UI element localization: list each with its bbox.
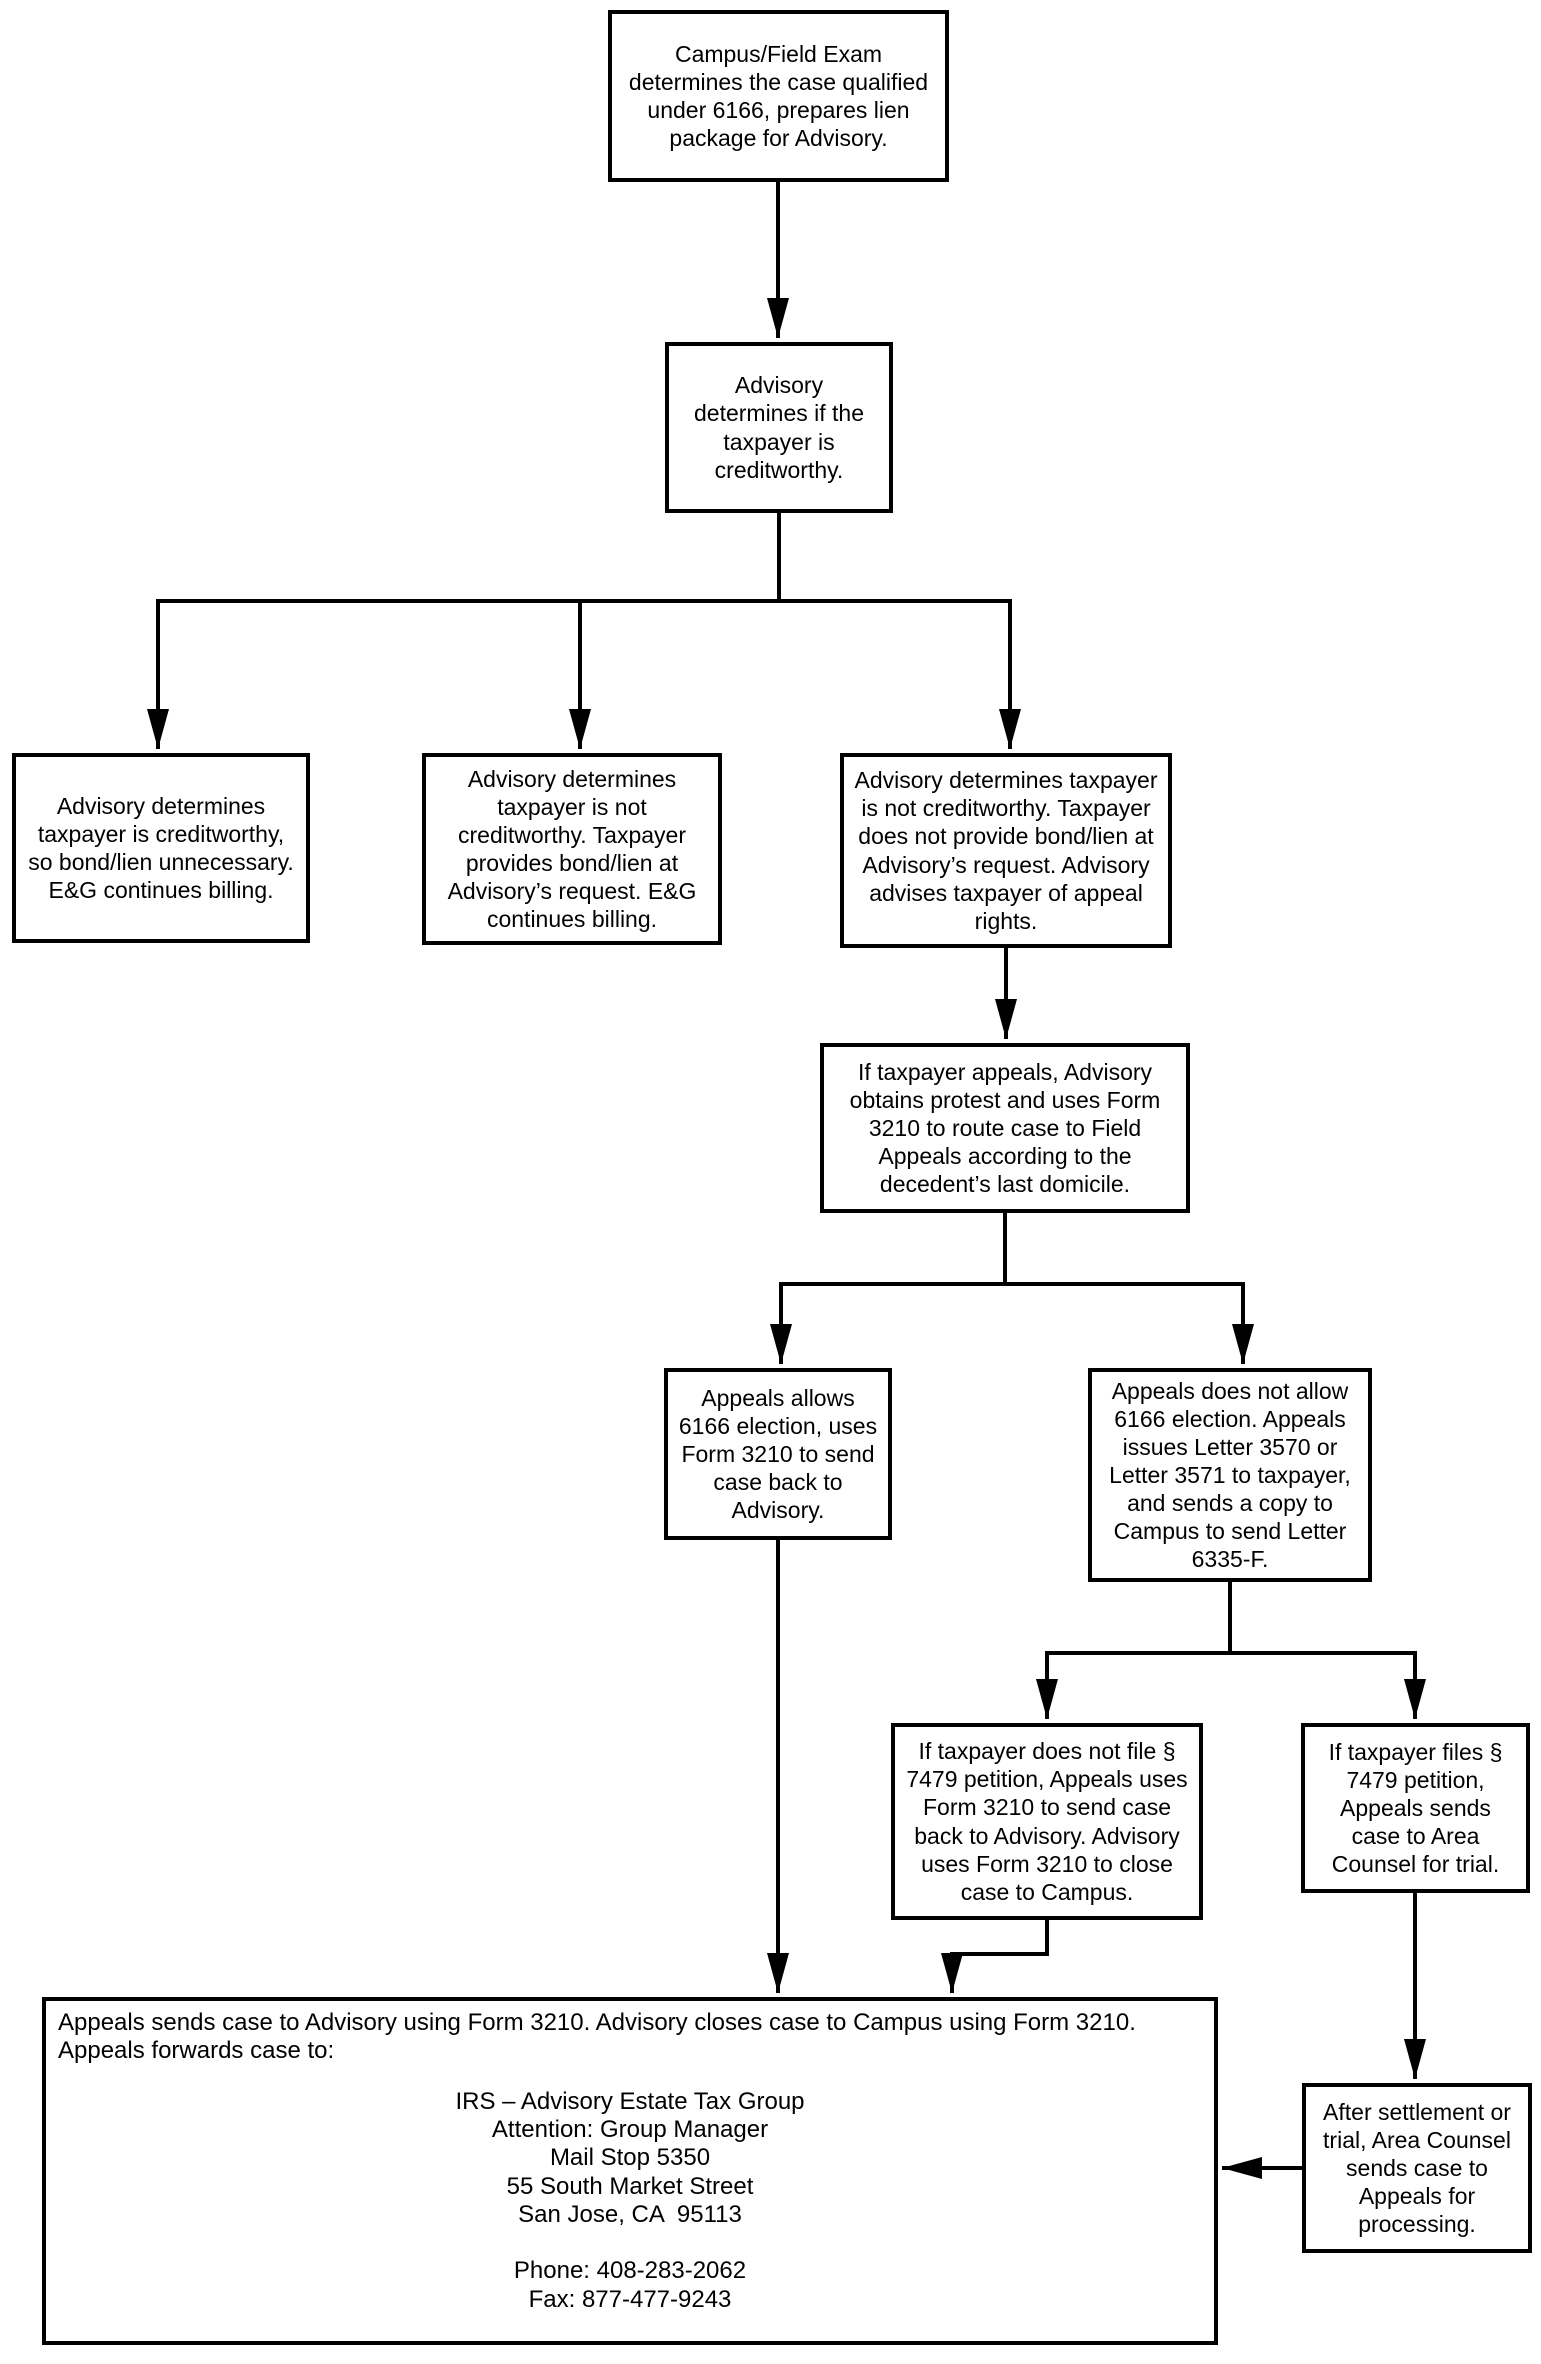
node-campus-field-exam-text: Campus/Field Exam determines the case qu… (628, 40, 929, 152)
node-appeals-disallows-election: Appeals does not allow 6166 election. Ap… (1088, 1368, 1372, 1582)
node-after-settlement: After settlement or trial, Area Counsel … (1302, 2083, 1532, 2253)
node-appeals-disallows-election-text: Appeals does not allow 6166 election. Ap… (1109, 1377, 1351, 1573)
node-not-creditworthy-bond-provided-text: Advisory determines taxpayer is not cred… (447, 765, 697, 933)
node-after-settlement-text: After settlement or trial, Area Counsel … (1323, 2098, 1511, 2238)
address-line: 55 South Market Street (506, 2172, 754, 2200)
closing-contact-block: Phone: 408-283-2062 Fax: 877-477-9243 (58, 2257, 1202, 2314)
node-not-creditworthy-bond-provided: Advisory determines taxpayer is not cred… (422, 753, 722, 945)
node-appeals-allows-election: Appeals allows 6166 election, uses Form … (664, 1368, 892, 1540)
node-advisory-creditworthy-check: Advisory determines if the taxpayer is c… (665, 342, 893, 513)
node-creditworthy-yes: Advisory determines taxpayer is creditwo… (12, 753, 310, 943)
closing-intro-line1: Appeals sends case to Advisory using For… (58, 2009, 1136, 2036)
address-line: Mail Stop 5350 (549, 2144, 711, 2172)
node-not-creditworthy-no-bond-text: Advisory determines taxpayer is not cred… (854, 767, 1158, 934)
closing-intro: Appeals sends case to Advisory using For… (58, 2009, 1202, 2066)
closing-fax: Fax: 877-477-9243 (528, 2285, 732, 2313)
node-campus-field-exam: Campus/Field Exam determines the case qu… (608, 10, 949, 182)
node-taxpayer-appeals: If taxpayer appeals, Advisory obtains pr… (820, 1043, 1190, 1213)
closing-intro-line2: Appeals forwards case to: (58, 2037, 335, 2065)
address-line: San Jose, CA 95113 (518, 2200, 742, 2228)
node-7479-petition-filed-text: If taxpayer files § 7479 petition, Appea… (1328, 1738, 1503, 1878)
node-appeals-allows-election-text: Appeals allows 6166 election, uses Form … (678, 1384, 878, 1524)
closing-phone: Phone: 408-283-2062 (513, 2257, 747, 2285)
closing-address-block: IRS – Advisory Estate Tax Group Attentio… (58, 2088, 1202, 2230)
address-line: Attention: Group Manager (491, 2115, 769, 2143)
node-closing-address: Appeals sends case to Advisory using For… (42, 1997, 1218, 2345)
address-line: IRS – Advisory Estate Tax Group (455, 2087, 805, 2115)
node-advisory-creditworthy-check-text: Advisory determines if the taxpayer is c… (693, 372, 865, 483)
node-7479-petition-filed: If taxpayer files § 7479 petition, Appea… (1301, 1723, 1530, 1893)
node-not-creditworthy-no-bond: Advisory determines taxpayer is not cred… (840, 753, 1172, 948)
node-creditworthy-yes-text: Advisory determines taxpayer is creditwo… (28, 792, 294, 904)
node-taxpayer-appeals-text: If taxpayer appeals, Advisory obtains pr… (849, 1058, 1161, 1198)
node-no-7479-petition: If taxpayer does not file § 7479 petitio… (891, 1723, 1203, 1920)
arrow-no-petition-to-closing (941, 1920, 1049, 1993)
node-no-7479-petition-text: If taxpayer does not file § 7479 petitio… (906, 1738, 1188, 1905)
